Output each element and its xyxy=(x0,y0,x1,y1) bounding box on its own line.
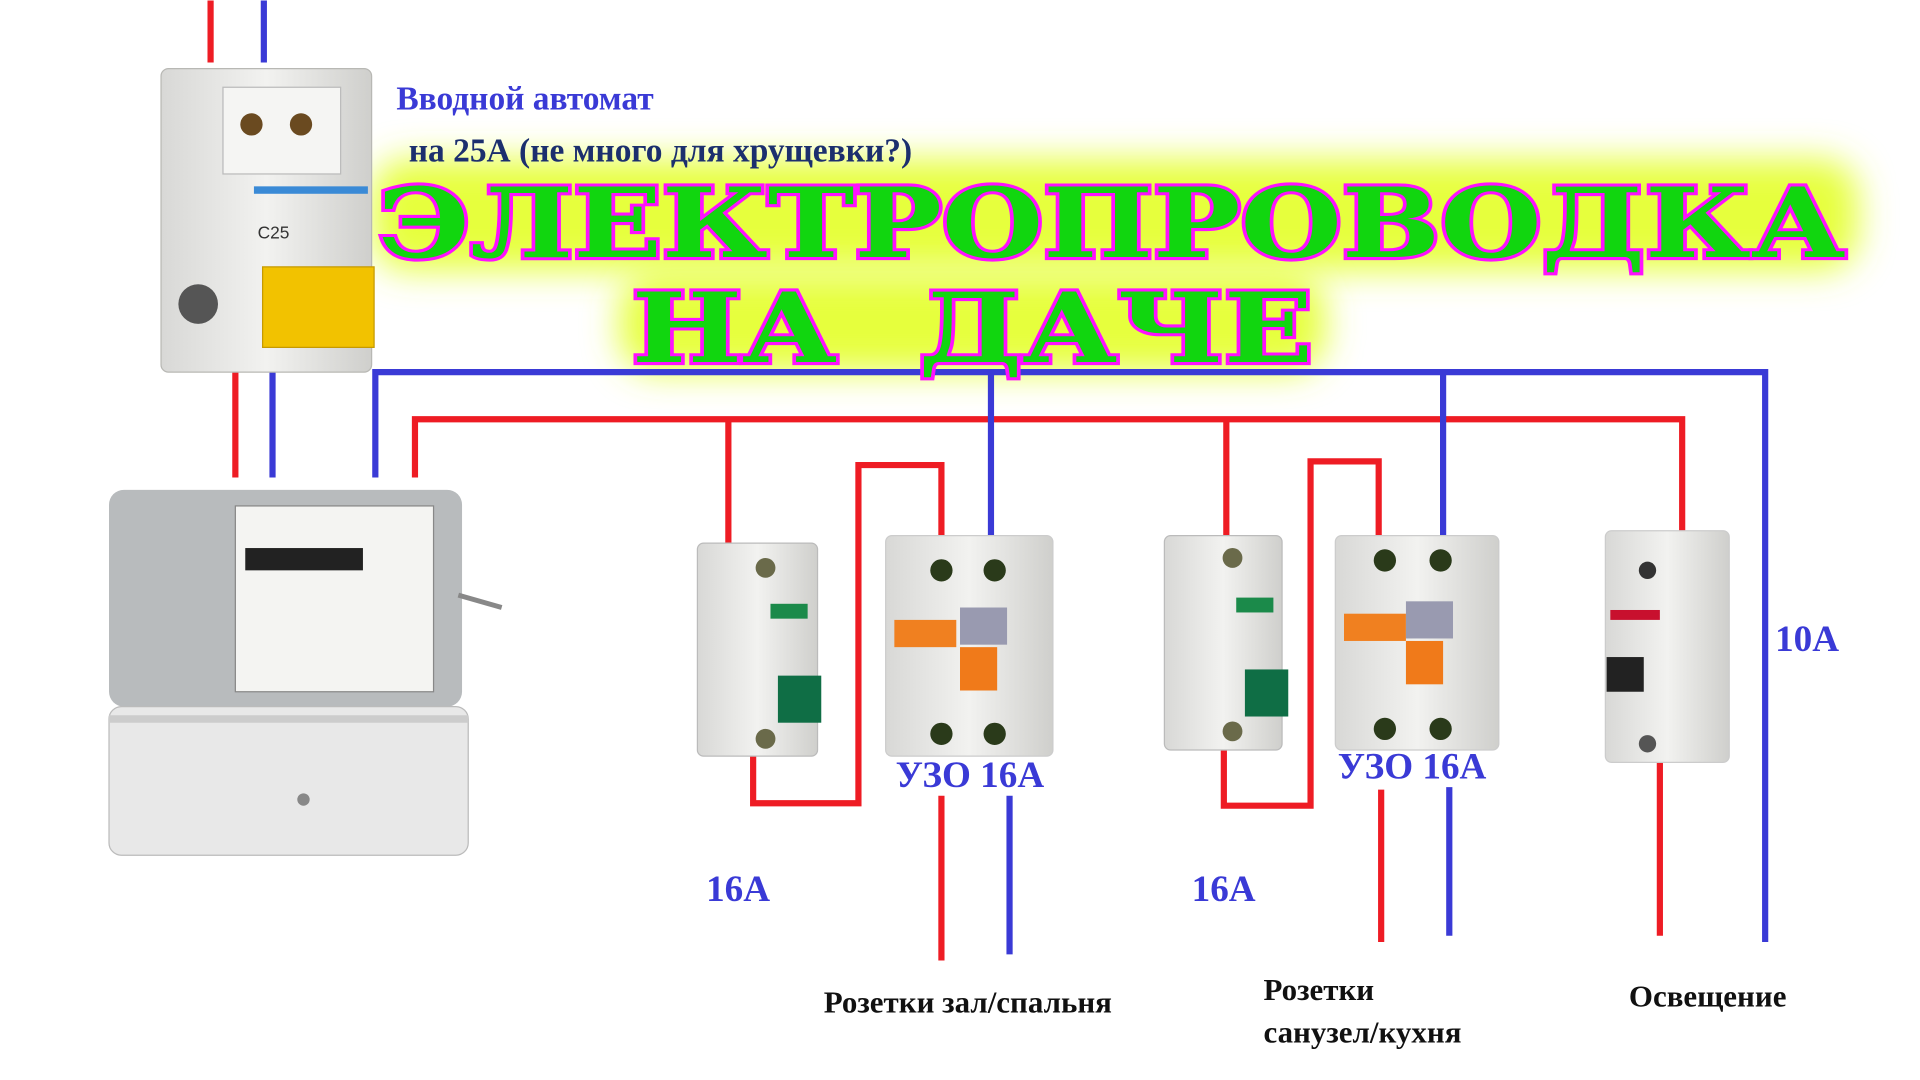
rcd-1 xyxy=(885,535,1054,757)
title-line1: ЭЛЕКТРОПРОВОДКА xyxy=(378,166,1846,280)
rcd-1-label: УЗО 16А xyxy=(896,755,1045,796)
circuit-2-label-line2: санузел/кухня xyxy=(1263,1014,1461,1049)
circuit-1-label: Розетки зал/спальня xyxy=(824,985,1112,1020)
electricity-meter xyxy=(108,489,503,856)
breaker-3-rating: 10А xyxy=(1775,619,1839,660)
breaker-1-rating: 16А xyxy=(706,869,770,910)
title-glow xyxy=(371,159,1859,373)
circuit-2-label-line1: Розетки xyxy=(1263,972,1374,1007)
title-line2: НА ДАЧЕ xyxy=(632,271,1313,385)
main-breaker-rating: C25 xyxy=(258,222,290,242)
breaker-3 xyxy=(1604,530,1730,763)
breaker-2-rating: 16А xyxy=(1192,869,1256,910)
breaker-2 xyxy=(1163,535,1289,751)
rcd-2 xyxy=(1334,535,1500,751)
main-breaker-caption-line2: на 25А (не много для хрущевки?) xyxy=(409,133,912,170)
main-breaker: C25 xyxy=(160,68,375,373)
breaker-1 xyxy=(696,542,822,757)
main-breaker-caption-line1: Вводной автомат xyxy=(396,81,654,118)
rcd-2-label: УЗО 16А xyxy=(1338,746,1487,787)
wires xyxy=(207,0,1769,961)
circuit-3-label: Освещение xyxy=(1629,978,1787,1013)
